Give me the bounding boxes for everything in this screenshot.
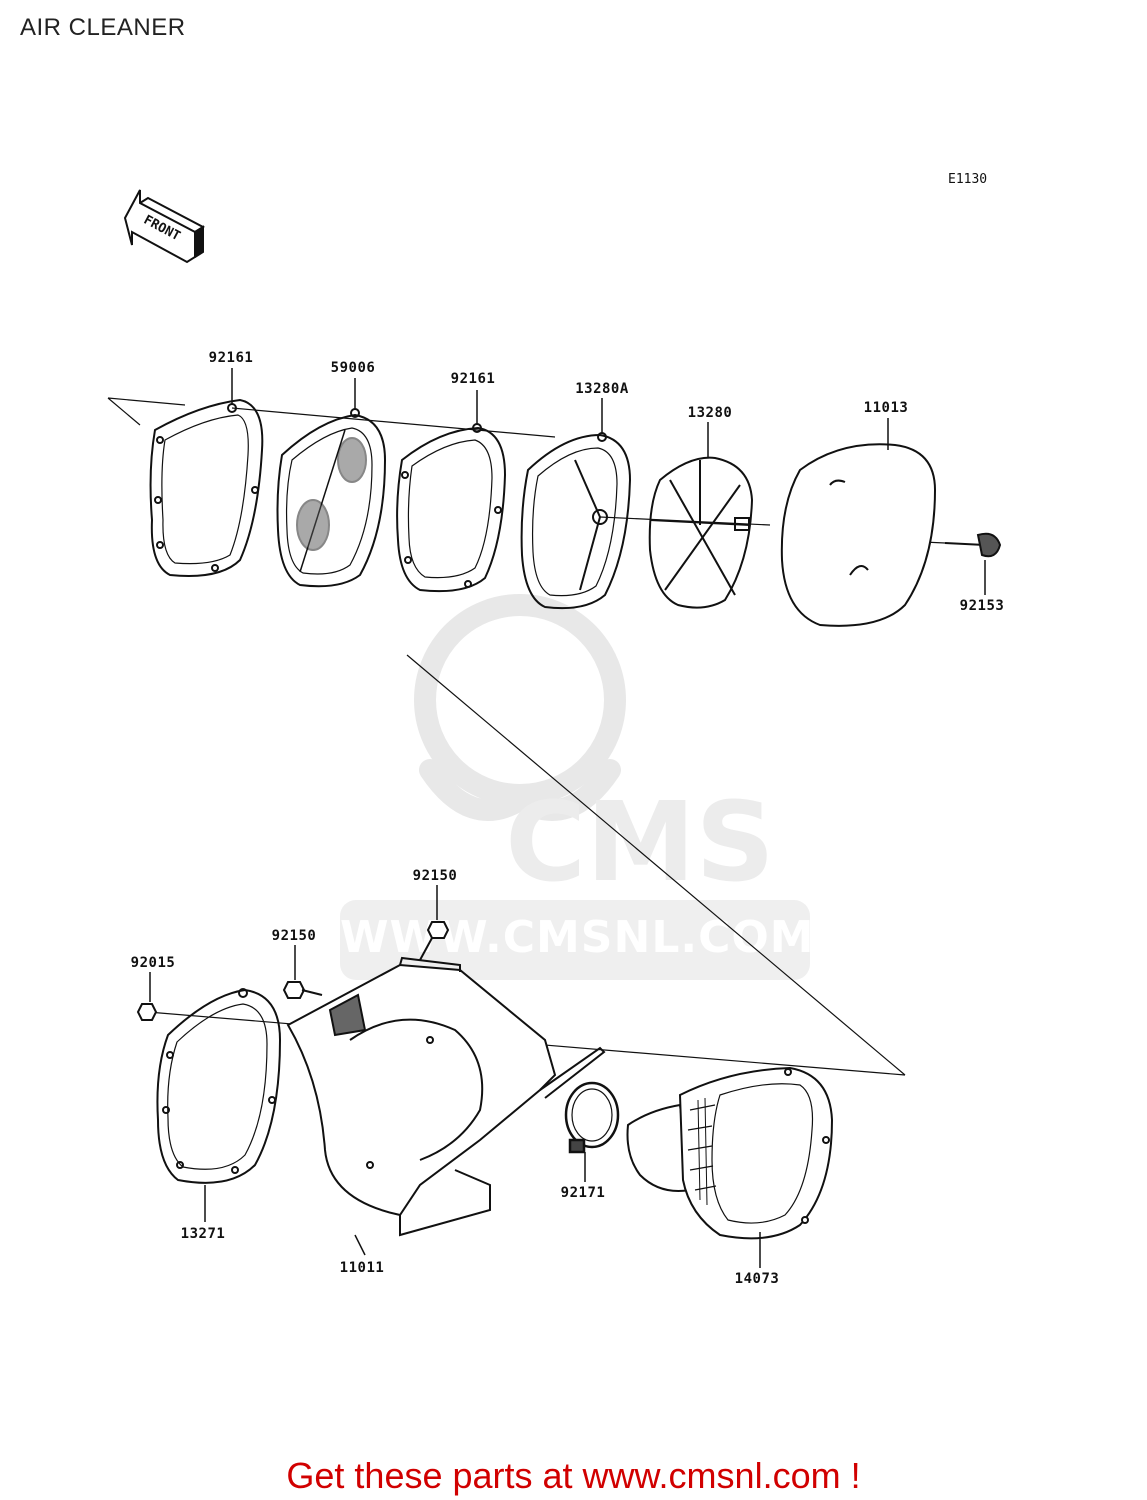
page-title: AIR CLEANER bbox=[20, 14, 186, 41]
gasket-92161-b bbox=[396, 423, 507, 593]
part-label-92150-a[interactable]: 92150 bbox=[412, 868, 458, 884]
diagonal-reference-line bbox=[406, 654, 906, 1076]
nut-92015 bbox=[136, 1003, 158, 1021]
bolt-92150-b bbox=[282, 981, 323, 999]
screen-59006 bbox=[276, 408, 387, 588]
leader-lines bbox=[149, 368, 986, 1268]
gasket-13271 bbox=[156, 988, 282, 1184]
filter-cage-13280a bbox=[520, 432, 632, 610]
wing-bolt-92153 bbox=[944, 532, 1002, 558]
watermark-url: WWW.CMSNL.COM bbox=[340, 912, 815, 963]
air-box-11011 bbox=[286, 956, 606, 1237]
part-label-92150-b[interactable]: 92150 bbox=[271, 928, 317, 944]
part-label-59006[interactable]: 59006 bbox=[330, 360, 376, 376]
intake-duct-14073 bbox=[626, 1066, 834, 1240]
filter-element-13280 bbox=[648, 456, 754, 609]
watermark-logo bbox=[414, 594, 626, 821]
part-label-13280a[interactable]: 13280A bbox=[575, 381, 629, 397]
part-label-92161-a[interactable]: 92161 bbox=[208, 350, 254, 366]
front-arrow-icon: FRONT bbox=[123, 189, 206, 264]
part-label-11011[interactable]: 11011 bbox=[339, 1260, 385, 1276]
part-label-92153[interactable]: 92153 bbox=[959, 598, 1005, 614]
footer-shop-link[interactable]: Get these parts at www.cmsnl.com ! bbox=[286, 1455, 861, 1496]
bolt-92150-a bbox=[419, 921, 450, 961]
filter-cover-11013 bbox=[780, 443, 937, 627]
clamp-92171 bbox=[564, 1081, 620, 1154]
gasket-92161-a bbox=[149, 398, 264, 577]
part-label-92015[interactable]: 92015 bbox=[130, 955, 176, 971]
part-label-14073[interactable]: 14073 bbox=[734, 1271, 780, 1287]
part-label-13271[interactable]: 13271 bbox=[180, 1226, 226, 1242]
part-label-92171[interactable]: 92171 bbox=[560, 1185, 606, 1201]
watermark-brand: CMS bbox=[505, 778, 774, 906]
part-label-11013[interactable]: 11013 bbox=[863, 400, 909, 416]
diagram-code: E1130 bbox=[948, 172, 988, 187]
part-label-13280[interactable]: 13280 bbox=[687, 405, 733, 421]
part-label-92161-b[interactable]: 92161 bbox=[450, 371, 496, 387]
